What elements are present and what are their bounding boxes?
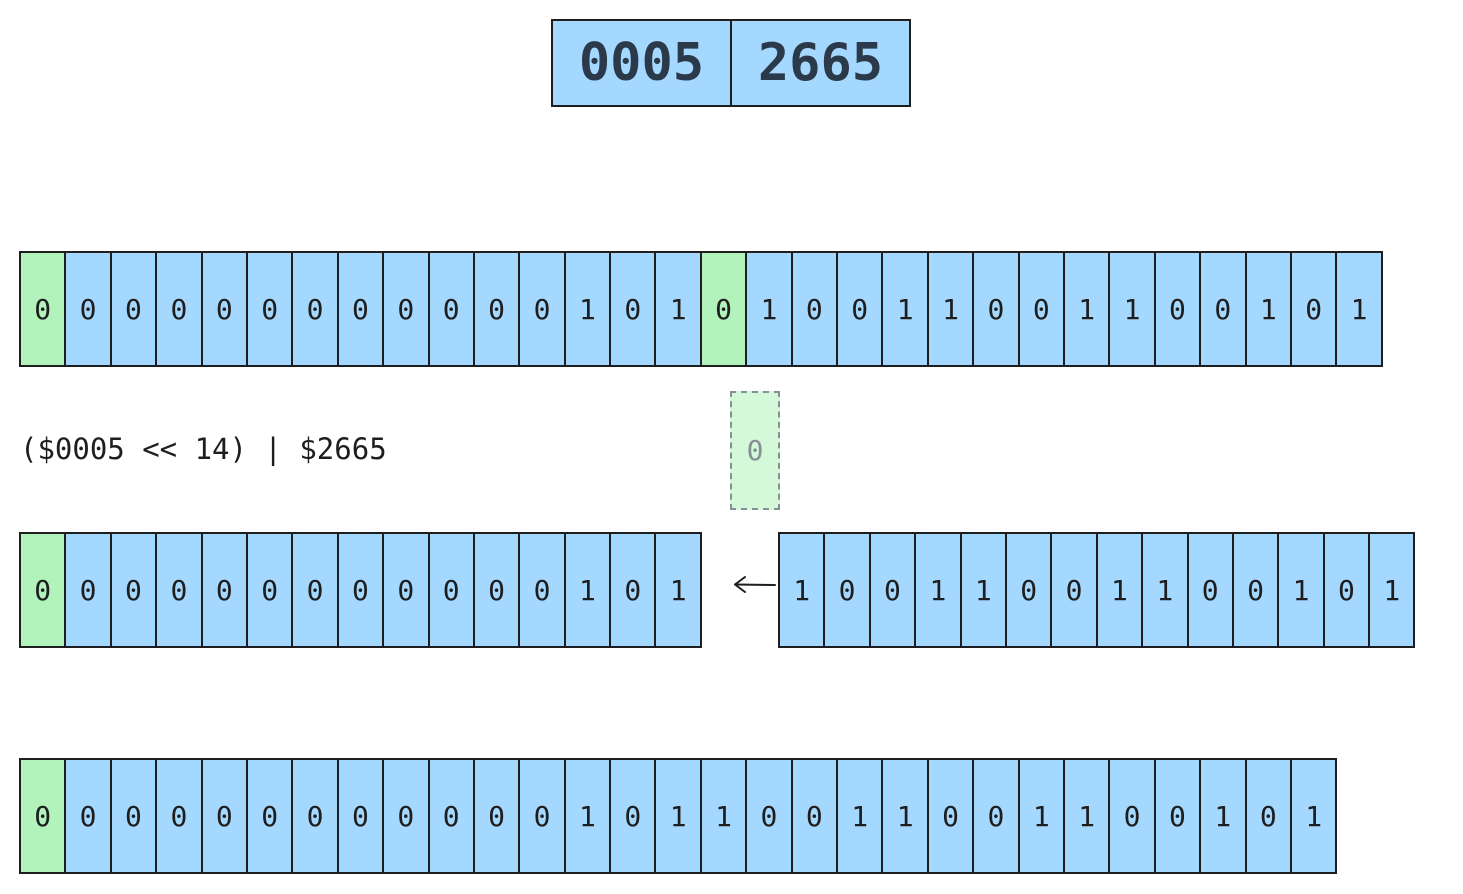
bit-cell: 0 [291, 758, 339, 874]
bit-cell: 0 [200, 758, 248, 874]
bit-cell: 0 [336, 251, 385, 367]
bit-cell: 0 [1108, 758, 1156, 874]
shift-or-expression: ($0005 << 14) | $2665 [20, 432, 387, 466]
bit-cell: 1 [563, 251, 612, 367]
bit-cell: 1 [563, 532, 612, 648]
bit-cell: 0 [109, 758, 158, 874]
bit-cell: 0 [64, 251, 112, 367]
bit-cell: 0 [1004, 532, 1053, 648]
bit-cell: 1 [1244, 251, 1292, 367]
bit-cell: 0 [336, 758, 385, 874]
bit-cell: 0 [1199, 251, 1247, 367]
bit-cell: 0 [382, 251, 430, 367]
bit-cell: 0 [1050, 532, 1098, 648]
bit-cell: 0 [155, 532, 203, 648]
bit-cell: 0 [382, 758, 430, 874]
bit-cell: 0 [155, 758, 203, 874]
bit-cell: 1 [926, 251, 975, 367]
bit-cell: 0 [19, 532, 67, 648]
bit-cell: 0 [1289, 251, 1338, 367]
bit-cell: 0 [790, 758, 839, 874]
bit-cell: 1 [1095, 532, 1144, 648]
bit-cell: 0 [972, 758, 1020, 874]
bit-cell: 0 [19, 758, 67, 874]
bit-cell: 1 [1289, 758, 1338, 874]
bit-cell: 1 [881, 758, 929, 874]
bit-cell: 0 [291, 251, 339, 367]
bit-cell: 1 [1199, 758, 1247, 874]
bit-cell: 0 [291, 532, 339, 648]
bit-cell: 1 [1277, 532, 1325, 648]
bit-cell: 1 [1141, 532, 1189, 648]
bit-cell: 1 [1062, 251, 1111, 367]
bit-cell: 1 [959, 532, 1007, 648]
bit-cell: 0 [109, 251, 158, 367]
bit-cell: 0 [427, 251, 475, 367]
bit-cell: 1 [654, 532, 702, 648]
bit-cell: 0 [109, 532, 158, 648]
bit-cell: 1 [1062, 758, 1111, 874]
bit-cell: 1 [1335, 251, 1383, 367]
bit-cell: 0 [699, 251, 748, 367]
bit-cell: 1 [914, 532, 962, 648]
bit-cell: 0 [245, 532, 294, 648]
bit-cell: 0 [609, 532, 657, 648]
dropped-bit: 0 [730, 391, 780, 510]
bit-cell: 0 [245, 251, 294, 367]
bit-cell: 0 [518, 251, 566, 367]
bit-cell: 1 [1017, 758, 1065, 874]
bit-cell: 1 [563, 758, 612, 874]
bit-cell: 0 [427, 532, 475, 648]
bit-cell: 1 [778, 532, 826, 648]
bit-cell: 0 [1153, 758, 1202, 874]
bit-cell: 0 [926, 758, 975, 874]
bit-cell: 0 [1244, 758, 1292, 874]
bit-cell: 0 [1322, 532, 1371, 648]
hex-values: 0005 2665 [551, 19, 911, 107]
bit-cell: 0 [472, 251, 521, 367]
bit-cell: 0 [823, 532, 871, 648]
bit-cell: 1 [654, 758, 702, 874]
bit-cell: 0 [609, 251, 657, 367]
left-arrow-icon [734, 576, 776, 593]
bit-cell: 1 [1108, 251, 1156, 367]
bit-cell: 0 [155, 251, 203, 367]
bit-cell: 0 [609, 758, 657, 874]
bit-cell: 0 [868, 532, 917, 648]
bit-cell: 0 [518, 758, 566, 874]
bit-cell: 1 [881, 251, 929, 367]
bit-cell: 0 [336, 532, 385, 648]
bit-cell: 0 [745, 758, 793, 874]
bit-cell: 1 [836, 758, 884, 874]
bit-cell: 0 [200, 532, 248, 648]
bit-cell: 0 [200, 251, 248, 367]
bit-cell: 1 [1368, 532, 1416, 648]
bit-cell: 0 [19, 251, 67, 367]
bit-cell: 0 [836, 251, 884, 367]
bit-cell: 0 [64, 532, 112, 648]
bit-cell: 0 [245, 758, 294, 874]
bit-cell: 0 [64, 758, 112, 874]
hex-high-word: 0005 [551, 19, 732, 107]
bit-cell: 0 [472, 532, 521, 648]
bit-cell: 0 [1231, 532, 1280, 648]
bit-cell: 0 [1186, 532, 1234, 648]
bit-cell: 0 [472, 758, 521, 874]
bit-cell: 1 [745, 251, 793, 367]
hex-low-word: 2665 [730, 19, 911, 107]
bit-cell: 1 [699, 758, 748, 874]
bit-cell: 0 [972, 251, 1020, 367]
bit-cell: 1 [654, 251, 702, 367]
bit-cell: 0 [790, 251, 839, 367]
bit-cell: 0 [1153, 251, 1202, 367]
bit-cell: 0 [518, 532, 566, 648]
bit-cell: 0 [1017, 251, 1065, 367]
bit-cell: 0 [382, 532, 430, 648]
bit-cell: 0 [427, 758, 475, 874]
